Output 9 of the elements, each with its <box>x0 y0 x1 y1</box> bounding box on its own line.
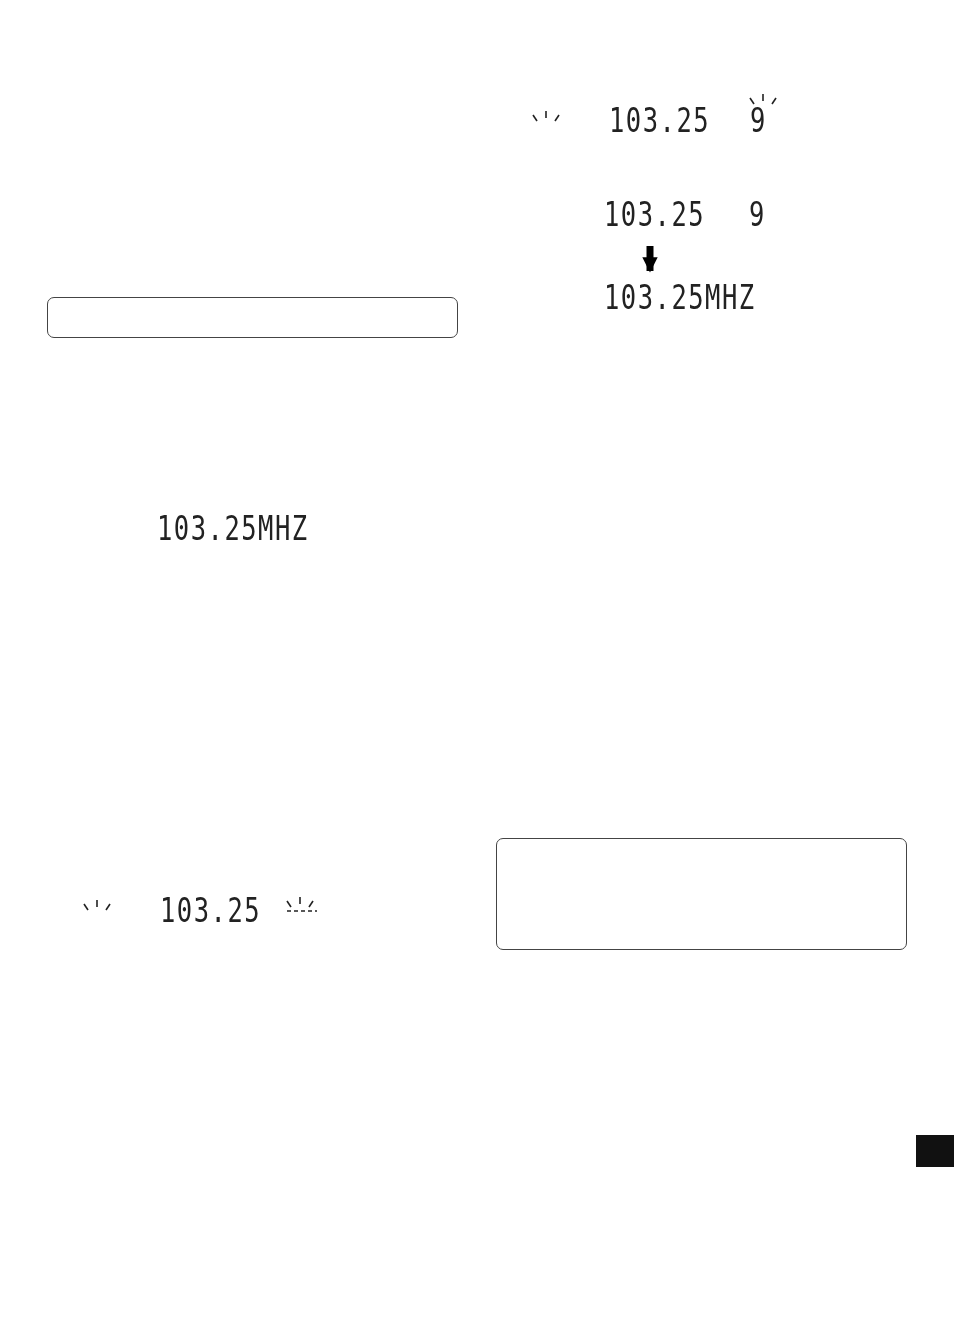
display-readout: 103.25MHZ <box>604 279 756 315</box>
display-readout: 103.25 <box>604 196 706 232</box>
empty-box <box>47 297 458 338</box>
display-readout: 9 <box>750 102 767 138</box>
display-readout: 103.25 <box>609 102 711 138</box>
empty-box <box>496 838 907 950</box>
display-readout: 103.25MHZ <box>157 510 309 546</box>
display-readout: 103.25 <box>160 892 262 928</box>
display-readout: 9 <box>749 196 766 232</box>
